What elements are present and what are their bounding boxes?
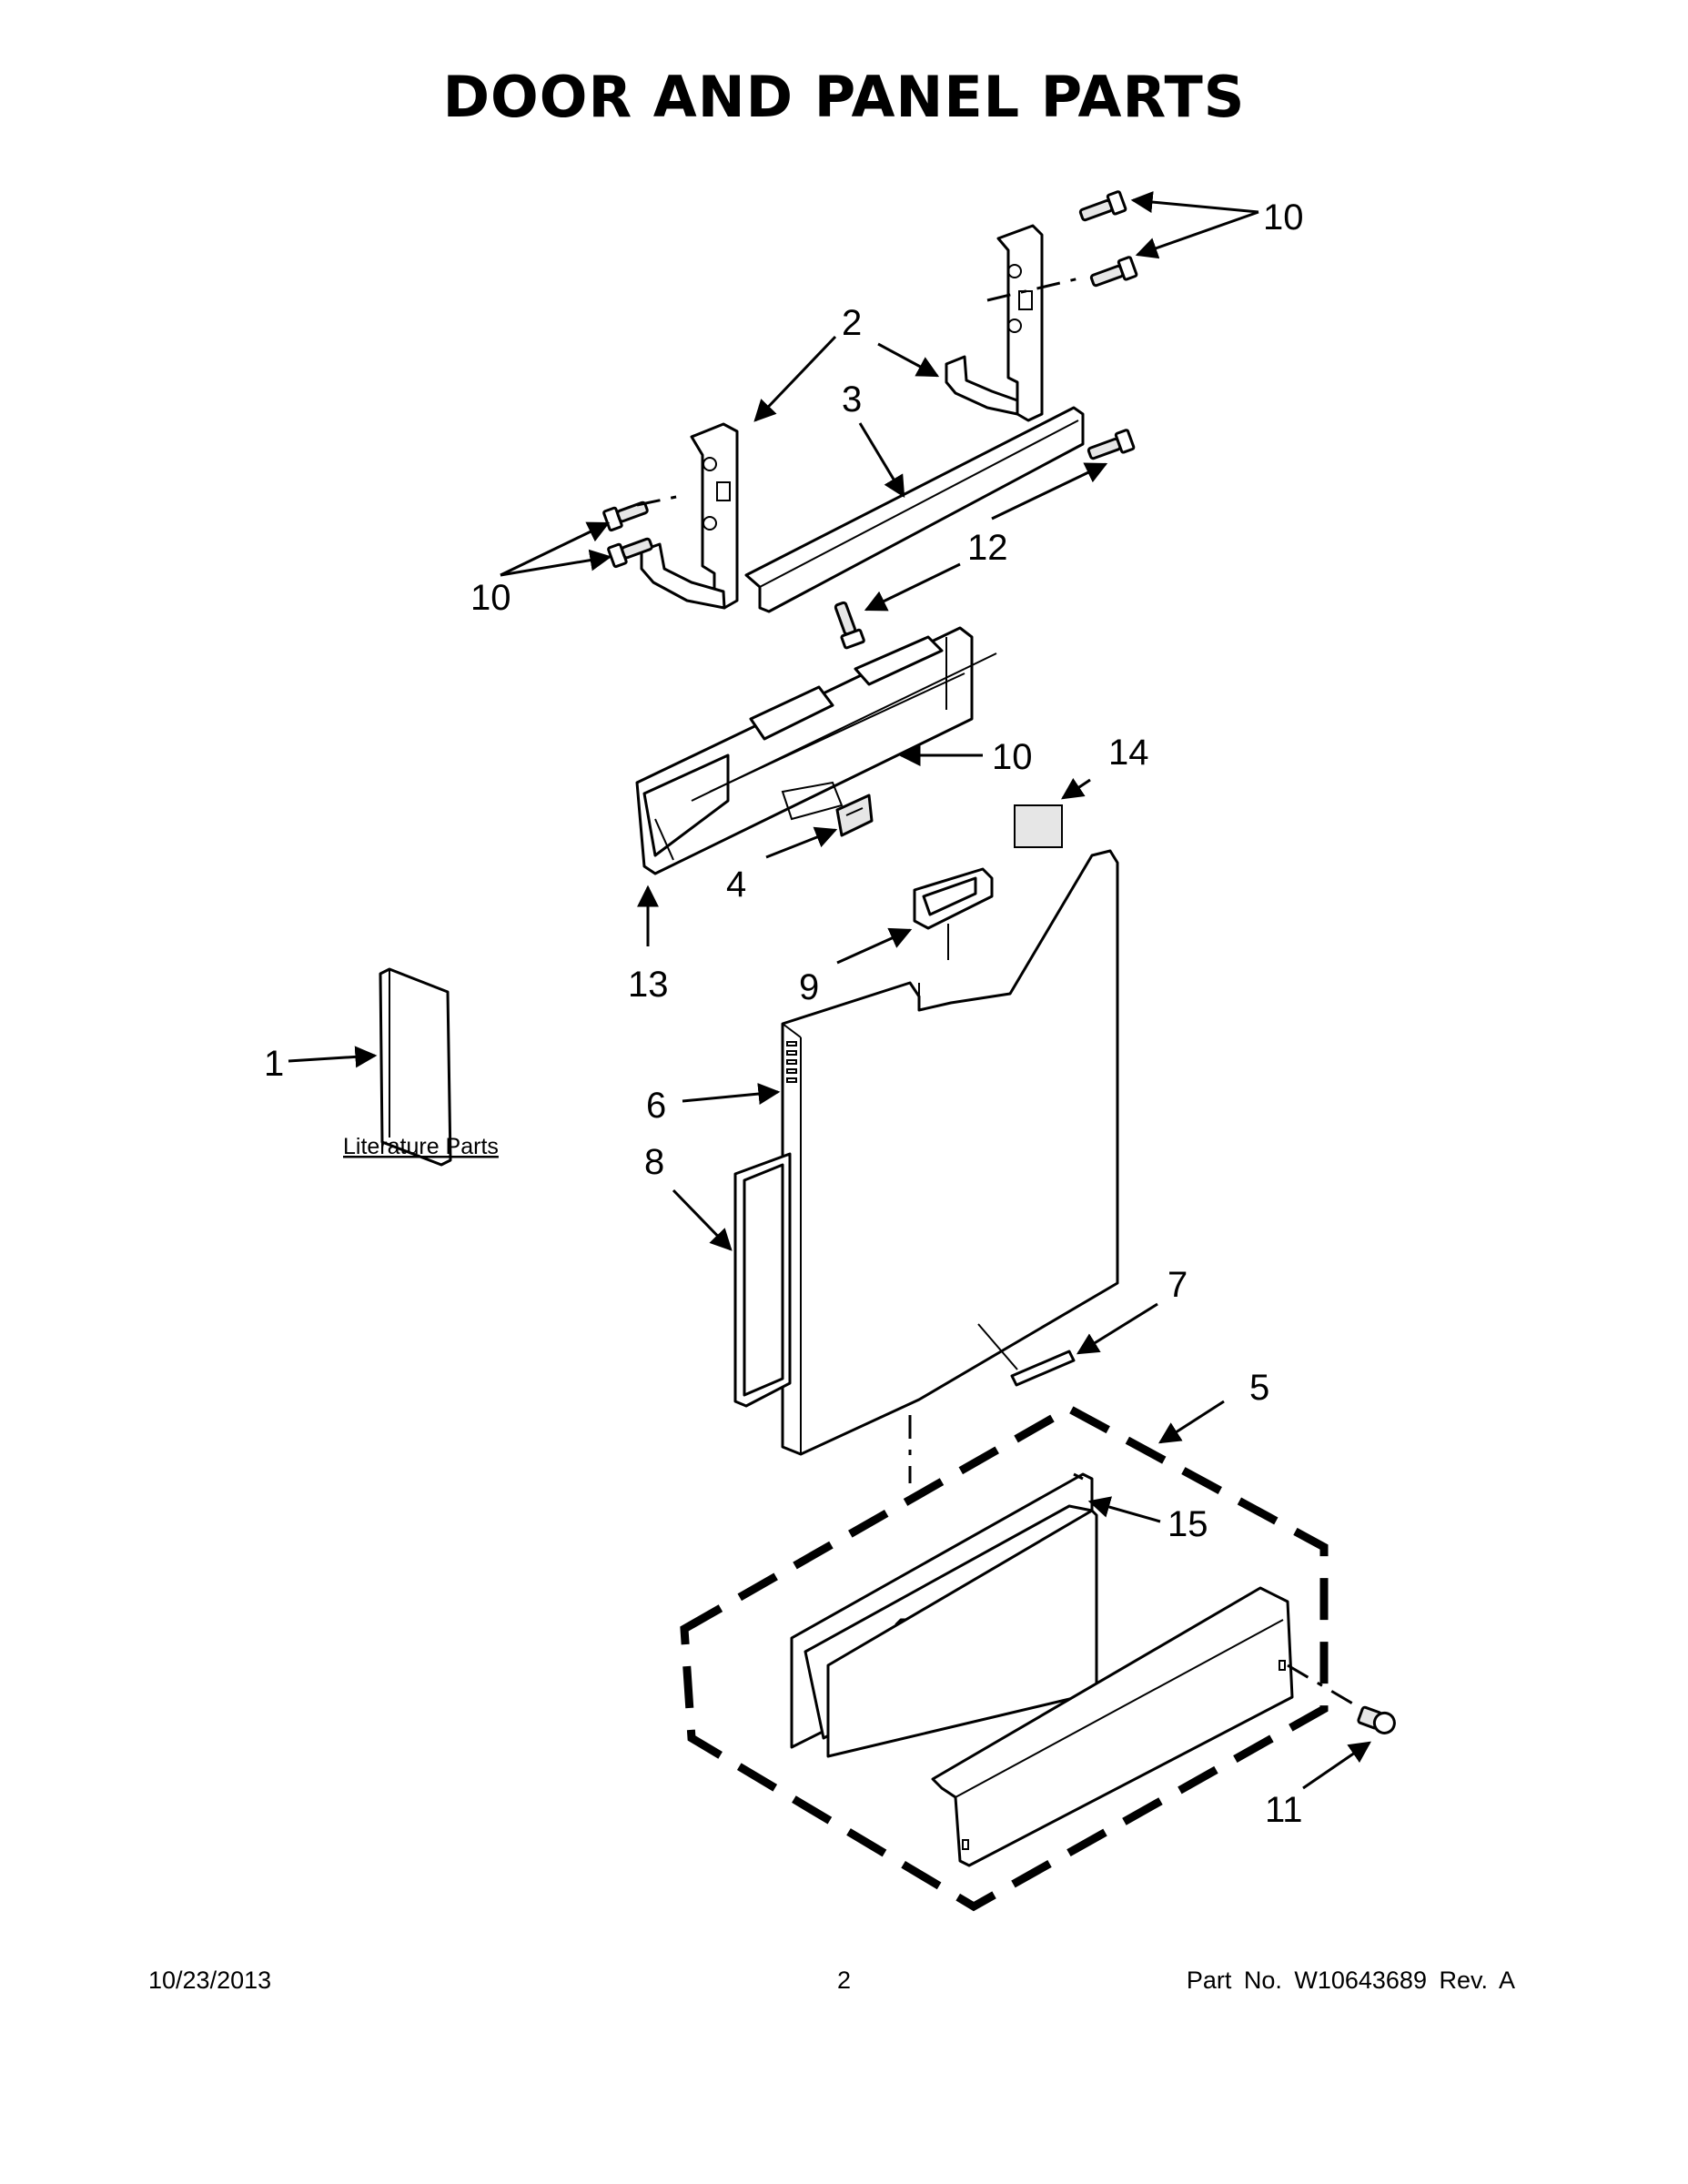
callout-13: 13 xyxy=(628,965,669,1005)
callout-6: 6 xyxy=(646,1086,666,1126)
footer-part-number: Part No. W10643689 Rev. A xyxy=(1186,1967,1515,1994)
callout-5: 5 xyxy=(1249,1368,1269,1408)
door-handle xyxy=(913,867,994,960)
screw-12-right xyxy=(1087,429,1136,460)
inner-door-panel xyxy=(781,849,1119,1456)
callout-10-console: 10 xyxy=(992,737,1033,777)
door-hinge-bracket-left xyxy=(640,422,739,610)
door-vent-slots xyxy=(786,1041,797,1083)
callout-8: 8 xyxy=(644,1142,664,1182)
callout-9: 9 xyxy=(799,967,819,1007)
callout-10-left: 10 xyxy=(470,578,511,618)
door-hinge-bracket-right xyxy=(945,224,1044,422)
footer-page-number: 2 xyxy=(836,1967,852,1994)
callout-14: 14 xyxy=(1108,733,1149,773)
screw-12-bottom xyxy=(834,601,865,650)
leader-lines xyxy=(288,191,1371,1790)
callout-1: 1 xyxy=(264,1044,284,1084)
callout-3: 3 xyxy=(842,379,862,420)
callout-4: 4 xyxy=(726,864,746,905)
page-title: DOOR AND PANEL PARTS xyxy=(442,64,1246,130)
callout-7: 7 xyxy=(1167,1265,1188,1305)
door-top-strip xyxy=(744,406,1085,613)
screw-10-second xyxy=(1089,256,1138,288)
literature-parts-book xyxy=(379,967,452,1167)
footer-date: 10/23/2013 xyxy=(148,1967,272,1994)
rating-label xyxy=(1014,804,1063,848)
toe-panel-base xyxy=(931,1586,1294,1867)
toe-panel-part-15 xyxy=(790,1472,1098,1758)
literature-parts-label: Literature Parts xyxy=(343,1134,499,1159)
callout-12: 12 xyxy=(967,528,1008,568)
door-gasket xyxy=(733,1152,792,1408)
callout-15: 15 xyxy=(1167,1504,1208,1544)
callout-2: 2 xyxy=(842,303,862,343)
door-latch xyxy=(781,781,874,837)
callout-10-top: 10 xyxy=(1263,197,1304,238)
screw-11 xyxy=(1357,1705,1396,1734)
toe-panel-kit xyxy=(680,1403,1396,1912)
brand-nameplate xyxy=(977,1323,1076,1387)
control-console xyxy=(635,626,997,875)
screw-10-top xyxy=(1078,190,1127,222)
callout-11: 11 xyxy=(1265,1790,1303,1830)
